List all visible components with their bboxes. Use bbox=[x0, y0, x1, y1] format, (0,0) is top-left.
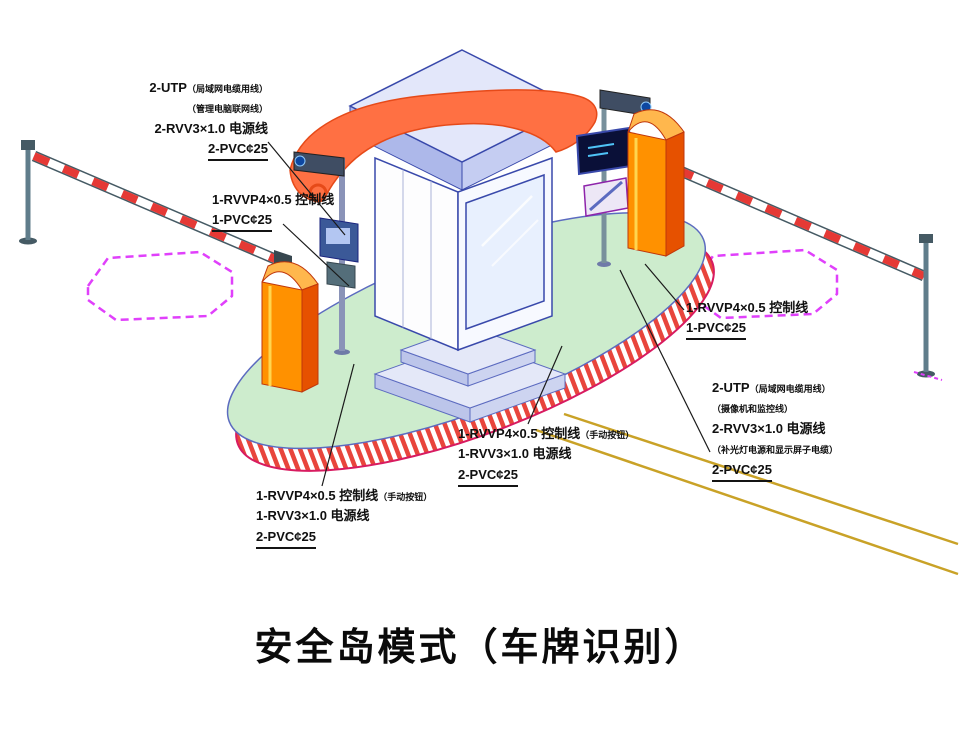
card-reader bbox=[319, 217, 359, 263]
barrier-support-pole-left bbox=[19, 140, 37, 245]
cable-spec: 2-UTP bbox=[149, 80, 187, 95]
ground-loop-right bbox=[691, 248, 839, 320]
curb-lines bbox=[535, 412, 959, 576]
conduit-spec: 2-PVC¢25 bbox=[256, 529, 316, 549]
leader-lines bbox=[267, 141, 711, 487]
control-box bbox=[326, 261, 356, 289]
conduit-spec: 2-PVC¢25 bbox=[458, 467, 518, 487]
leader-camera-group-left bbox=[267, 141, 346, 236]
ground-loop-left bbox=[86, 250, 234, 322]
camera-pole-left bbox=[293, 151, 359, 355]
cable-spec: 1-RVVP4×0.5 控制线 bbox=[686, 300, 809, 315]
cable-note: （手动按钮） bbox=[580, 430, 635, 440]
cable-note: （摄像机和监控线） bbox=[712, 404, 794, 415]
label-camera-cables-right: 2-UTP（局域网电缆用线） （摄像机和监控线） 2-RVV3×1.0 电源线 … bbox=[712, 378, 838, 482]
cable-note: （局域网电缆用线） bbox=[186, 84, 268, 94]
leader-booth-center bbox=[527, 345, 563, 425]
cable-spec: 1-RVVP4×0.5 控制线 bbox=[212, 192, 335, 207]
label-camera-cables-left: 2-UTP（局域网电缆用线） （管理电脑联网线） 2-RVV3×1.0 电源线 … bbox=[96, 78, 268, 162]
conduit-spec: 2-PVC¢25 bbox=[208, 141, 268, 162]
barrier-arm-left bbox=[31, 150, 285, 268]
leader-barrier-left bbox=[282, 223, 350, 287]
conduit-spec: 1-PVC¢25 bbox=[212, 212, 272, 233]
display-screen bbox=[575, 126, 633, 176]
leader-camera-group-right bbox=[619, 269, 711, 453]
cable-spec: 2-UTP bbox=[712, 380, 750, 395]
cable-spec: 1-RVV3×1.0 电源线 bbox=[256, 508, 370, 524]
label-barrier-right-cables: 1-RVVP4×0.5 控制线 1-PVC¢25 bbox=[686, 298, 809, 341]
barrier-support-pole-right bbox=[913, 234, 943, 381]
barrier-machine-left bbox=[261, 250, 319, 393]
label-barrier-left-cables: 1-RVVP4×0.5 控制线 1-PVC¢25 bbox=[212, 190, 335, 233]
info-sign bbox=[583, 177, 629, 217]
cable-spec: 1-RVV3×1.0 电源线 bbox=[458, 446, 572, 462]
label-booth-left-cables: 1-RVVP4×0.5 控制线（手动按钮） 1-RVV3×1.0 电源线 2-P… bbox=[256, 486, 432, 549]
leader-barrier-right bbox=[644, 263, 685, 311]
conduit-spec: 2-PVC¢25 bbox=[712, 462, 772, 482]
label-booth-center-cables: 1-RVVP4×0.5 控制线（手动按钮） 1-RVV3×1.0 电源线 2-P… bbox=[458, 424, 634, 487]
guard-booth bbox=[374, 156, 553, 352]
cable-spec: 2-RVV3×1.0 电源线 bbox=[154, 120, 268, 136]
camera-pole-right bbox=[575, 89, 652, 267]
cable-spec: 1-RVVP4×0.5 控制线 bbox=[256, 488, 379, 503]
booth-base bbox=[373, 325, 567, 423]
cable-note: （手动按钮） bbox=[378, 492, 433, 502]
barrier-machine-right bbox=[627, 109, 685, 257]
cable-note: （补光灯电源和显示屏子电缆） bbox=[712, 445, 839, 456]
diagram-title: 安全岛模式（车牌识别） bbox=[254, 627, 706, 669]
cable-note: （局域网电缆用线） bbox=[749, 384, 831, 394]
lpr-camera-left bbox=[293, 151, 345, 177]
conduit-spec: 1-PVC¢25 bbox=[686, 320, 746, 341]
leader-booth-left bbox=[321, 363, 355, 487]
barrier-arm-right bbox=[675, 164, 927, 282]
cable-note: （管理电脑联网线） bbox=[186, 104, 268, 115]
cable-spec: 2-RVV3×1.0 电源线 bbox=[712, 420, 826, 436]
cable-spec: 1-RVVP4×0.5 控制线 bbox=[458, 426, 581, 441]
